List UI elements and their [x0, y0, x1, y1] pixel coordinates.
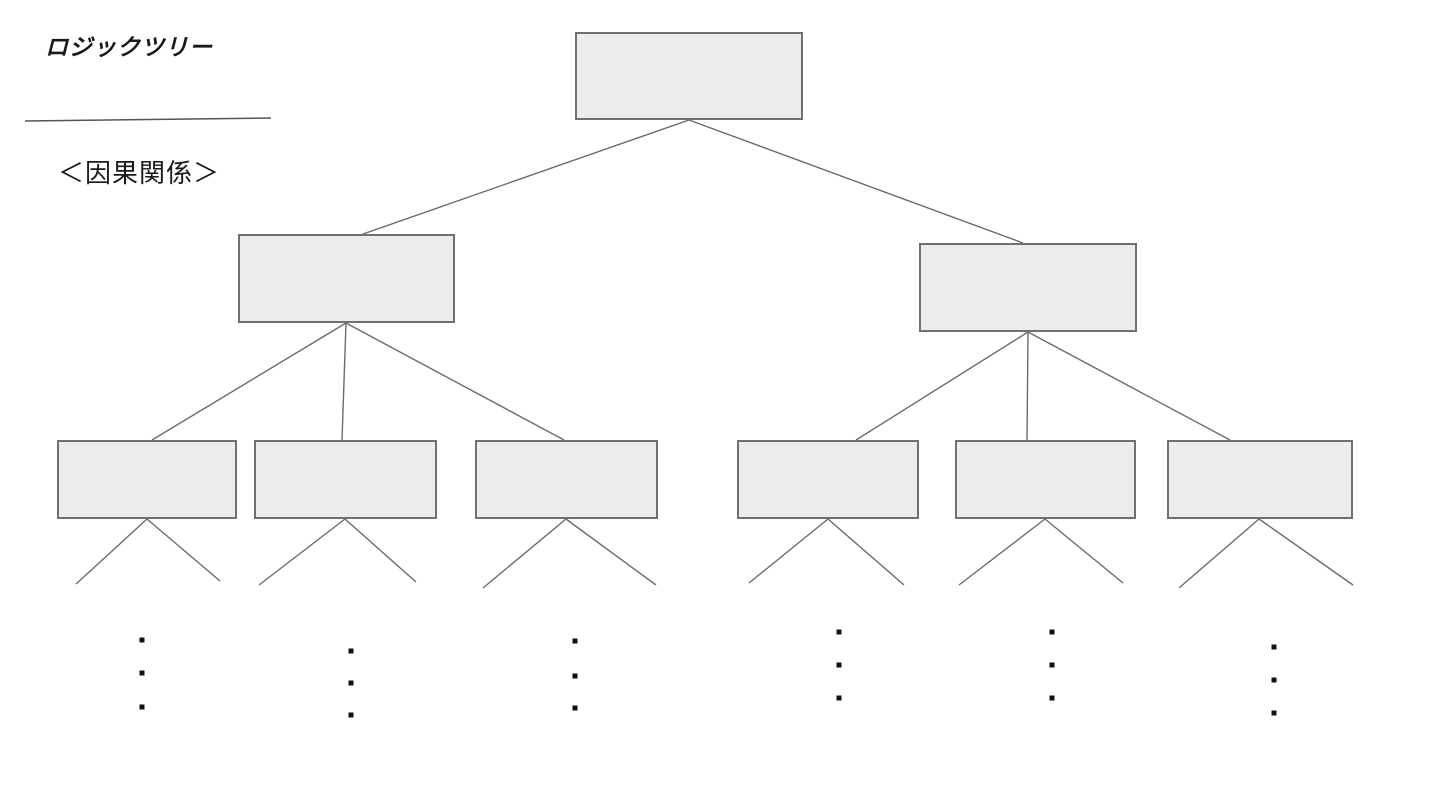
tree-connector-lines	[151, 119, 1231, 441]
ellipsis-dot-col1	[139, 670, 145, 676]
tree-node-level2-left	[238, 234, 455, 323]
ellipsis-dot-col5	[1049, 629, 1055, 635]
tree-node-level3-left-2	[254, 440, 437, 519]
ellipsis-dots	[139, 629, 1277, 718]
connector-root-to-level2-right	[688, 119, 1024, 244]
ellipsis-dot-col4	[836, 662, 842, 668]
vee-right-level3-right-2	[1044, 518, 1124, 584]
ellipsis-dot-col1	[139, 704, 145, 710]
vee-left-level3-right-2	[958, 518, 1046, 586]
connector-level2-right-to-level3-right-3	[1027, 331, 1231, 441]
ellipsis-dot-col4	[836, 629, 842, 635]
ellipsis-dot-col6	[1271, 644, 1277, 650]
ellipsis-dot-col3	[572, 673, 578, 679]
tree-node-level2-right	[919, 243, 1137, 332]
tree-node-level3-left-3	[475, 440, 658, 519]
page-title: ロジックツリー	[45, 34, 213, 60]
ellipsis-dot-col3	[572, 705, 578, 711]
vee-right-level3-left-2	[344, 518, 417, 583]
tree-node-level3-right-2	[955, 440, 1136, 519]
ellipsis-dot-col6	[1271, 710, 1277, 716]
ellipsis-dot-col2	[348, 648, 354, 654]
tree-node-root	[575, 32, 803, 120]
vee-left-level3-right-1	[748, 518, 829, 584]
ellipsis-dot-col5	[1049, 695, 1055, 701]
ellipsis-dot-col4	[836, 695, 842, 701]
ellipsis-dot-col1	[139, 637, 145, 643]
vee-left-level3-left-2	[258, 518, 346, 586]
ellipsis-dot-col2	[348, 712, 354, 718]
ellipsis-dot-col3	[572, 638, 578, 644]
vee-right-level3-right-1	[827, 518, 905, 586]
connector-root-to-level2-left	[362, 119, 690, 235]
connector-level2-left-to-level3-left-3	[345, 322, 565, 441]
tree-node-level3-right-1	[737, 440, 919, 519]
connector-level2-right-to-level3-right-2	[1026, 331, 1029, 441]
connector-level2-right-to-level3-right-1	[855, 331, 1029, 441]
vee-left-level3-left-3	[482, 518, 567, 589]
title-underline	[24, 117, 272, 122]
connector-level2-left-to-level3-left-2	[341, 322, 347, 441]
ellipsis-dot-col2	[348, 680, 354, 686]
connector-level2-left-to-level3-left-1	[151, 322, 347, 441]
ellipsis-dot-col5	[1049, 662, 1055, 668]
vee-left-level3-right-3	[1178, 518, 1260, 589]
vee-right-level3-left-1	[146, 518, 221, 582]
continuation-vee-lines	[75, 518, 1354, 589]
causal-relation-label: ＜因果関係＞	[58, 158, 221, 188]
vee-right-level3-right-3	[1258, 518, 1354, 586]
ellipsis-dot-col6	[1271, 677, 1277, 683]
tree-node-level3-left-1	[57, 440, 237, 519]
vee-left-level3-left-1	[75, 518, 148, 585]
vee-right-level3-left-3	[565, 518, 657, 586]
tree-node-level3-right-3	[1167, 440, 1353, 519]
title-underline-rule	[24, 117, 272, 122]
